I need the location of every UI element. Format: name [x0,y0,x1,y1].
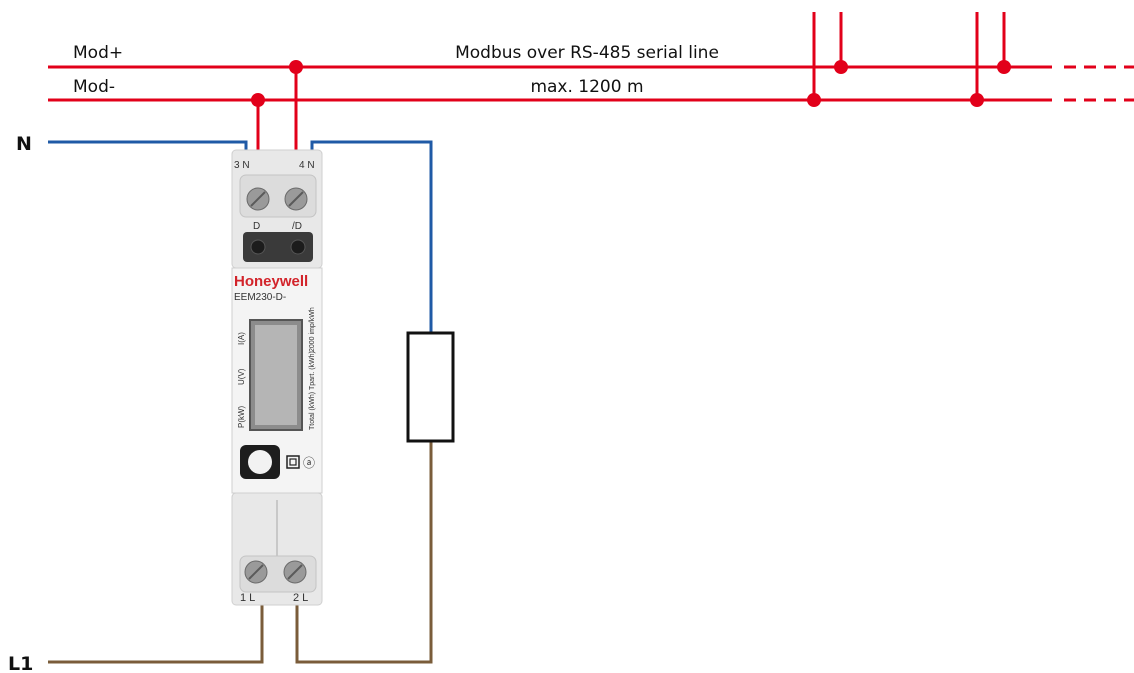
data-connector [243,232,313,262]
junction-dot [834,60,848,74]
line-wire-out [295,442,433,664]
junction-dot [970,93,984,107]
terminal-label-4n: 4 N [299,160,315,171]
double-insulation-inner [289,458,297,466]
junction-dot [289,60,303,74]
terminal-label-1l: 1 L [240,592,255,604]
screw-slot [248,564,264,580]
mod-plus-label: Mod+ [73,43,123,63]
neutral-wire-in [48,140,248,162]
brand-logo: Honeywell [234,273,308,290]
connector-pin [250,239,266,255]
display-label-power: P(kW) [237,405,246,428]
mod-minus-label: Mod- [73,77,115,97]
display-label-current: I(A) [237,332,246,345]
line-wire-in [48,605,264,664]
bus-length: max. 1200 m [530,77,643,97]
terminal-label-3n: 3 N [234,160,250,171]
neutral-wire-load [310,140,433,333]
display-label-imp: 2000 imp/kWh [309,307,316,352]
model-label: EEM230-D- [234,292,286,303]
display-label-tpart: Tpart. (kWh) [309,351,316,390]
modbus-bus [48,12,1134,200]
energy-meter [231,149,323,606]
bus-title: Modbus over RS-485 serial line [455,43,719,63]
data-label-d: D [253,221,260,232]
line-wiring [48,442,433,664]
data-label-nd: /D [292,221,302,232]
screw-slot [287,564,303,580]
screw-slot [288,191,304,207]
display-label-voltage: U(V) [237,368,246,385]
terminal-label-2l: 2 L [293,592,308,604]
junction-dot [807,93,821,107]
bus-junctions [251,60,1011,107]
line-label: L1 [8,653,33,673]
display-label-ttotal: Ttotal (kWh) [309,392,316,430]
junction-dot [251,93,265,107]
neutral-label: N [16,133,32,155]
connector-pin [290,239,306,255]
meter-button-face [248,450,272,474]
lcd-glass [255,325,297,425]
screw-slot [250,191,266,207]
junction-dot [997,60,1011,74]
ring-a-icon: ⓐ [303,456,315,470]
load-resistor [406,331,455,443]
double-insulation-icon [286,455,300,469]
